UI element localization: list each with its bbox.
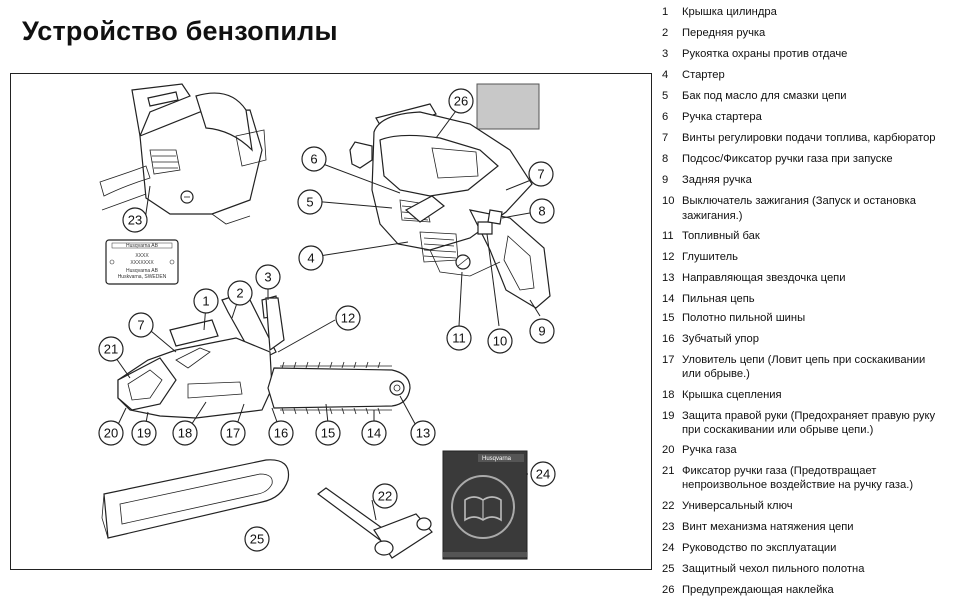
svg-text:13: 13	[416, 426, 430, 441]
callout-2: 2	[227, 280, 253, 306]
svg-text:16: 16	[274, 426, 288, 441]
svg-text:9: 9	[538, 324, 545, 339]
callout-25: 25	[244, 526, 270, 552]
svg-text:XXXX: XXXX	[135, 253, 149, 259]
callout-26: 26	[448, 88, 474, 114]
rear-view-saw	[99, 83, 267, 225]
svg-text:Huskvarna, SWEDEN: Huskvarna, SWEDEN	[118, 274, 167, 280]
callout-17: 17	[220, 420, 246, 446]
callout-4: 4	[298, 245, 324, 271]
operator-manual: Husqvarna	[442, 450, 528, 560]
svg-text:Husqvarna AB: Husqvarna AB	[126, 268, 159, 274]
svg-text:7: 7	[537, 167, 544, 182]
svg-text:23: 23	[128, 213, 142, 228]
callout-3: 3	[255, 264, 281, 290]
callout-8: 8	[529, 198, 555, 224]
svg-text:1: 1	[202, 294, 209, 309]
callout-7: 7	[528, 161, 554, 187]
svg-text:Husqvarna AB: Husqvarna AB	[126, 243, 159, 249]
svg-text:22: 22	[378, 489, 392, 504]
svg-text:15: 15	[321, 426, 335, 441]
callout-21: 21	[98, 336, 124, 362]
svg-text:4: 4	[307, 251, 314, 266]
front-view-saw	[349, 83, 551, 309]
callouts: 1 2 3 4 5 6 7 7 8 9 10 11 12 13 14 15 16…	[98, 88, 556, 552]
callout-6: 6	[301, 146, 327, 172]
callout-9: 9	[529, 318, 555, 344]
callout-1: 1	[193, 288, 219, 314]
warning-label	[476, 83, 540, 130]
callout-10: 10	[487, 328, 513, 354]
svg-text:19: 19	[137, 426, 151, 441]
callout-23: 23	[122, 207, 148, 233]
callout-24: 24	[530, 461, 556, 487]
callout-5: 5	[297, 189, 323, 215]
svg-text:20: 20	[104, 426, 118, 441]
id-plate: Husqvarna AB XXXX XXXXXXX Husqvarna AB H…	[105, 239, 179, 285]
callout-19: 19	[131, 420, 157, 446]
callout-7b: 7	[128, 312, 154, 338]
svg-text:24: 24	[536, 467, 550, 482]
svg-text:25: 25	[250, 532, 264, 547]
svg-text:5: 5	[306, 195, 313, 210]
svg-text:8: 8	[538, 204, 545, 219]
chainsaw-diagram: Husqvarna AB XXXX XXXXXXX Husqvarna AB H…	[98, 83, 556, 560]
page-title: Устройство бензопилы	[22, 16, 338, 46]
callout-15: 15	[315, 420, 341, 446]
callout-16: 16	[268, 420, 294, 446]
svg-text:3: 3	[264, 270, 271, 285]
svg-text:17: 17	[226, 426, 240, 441]
side-view-saw	[117, 291, 411, 419]
svg-text:12: 12	[341, 311, 355, 326]
svg-text:6: 6	[310, 152, 317, 167]
callout-14: 14	[361, 420, 387, 446]
svg-text:2: 2	[236, 286, 243, 301]
svg-text:26: 26	[454, 94, 468, 109]
callout-13: 13	[410, 420, 436, 446]
callout-20: 20	[98, 420, 124, 446]
callout-12: 12	[335, 305, 361, 331]
combination-wrench	[316, 487, 433, 559]
svg-text:Husqvarna: Husqvarna	[482, 456, 512, 462]
svg-text:10: 10	[493, 334, 507, 349]
bar-cover	[101, 459, 290, 539]
callout-22: 22	[372, 483, 398, 509]
svg-text:18: 18	[178, 426, 192, 441]
callout-11: 11	[446, 325, 472, 351]
callout-18: 18	[172, 420, 198, 446]
svg-text:14: 14	[367, 426, 381, 441]
svg-text:7: 7	[137, 318, 144, 333]
svg-text:XXXXXXX: XXXXXXX	[130, 260, 154, 266]
svg-text:11: 11	[452, 331, 466, 346]
svg-text:21: 21	[104, 342, 118, 357]
